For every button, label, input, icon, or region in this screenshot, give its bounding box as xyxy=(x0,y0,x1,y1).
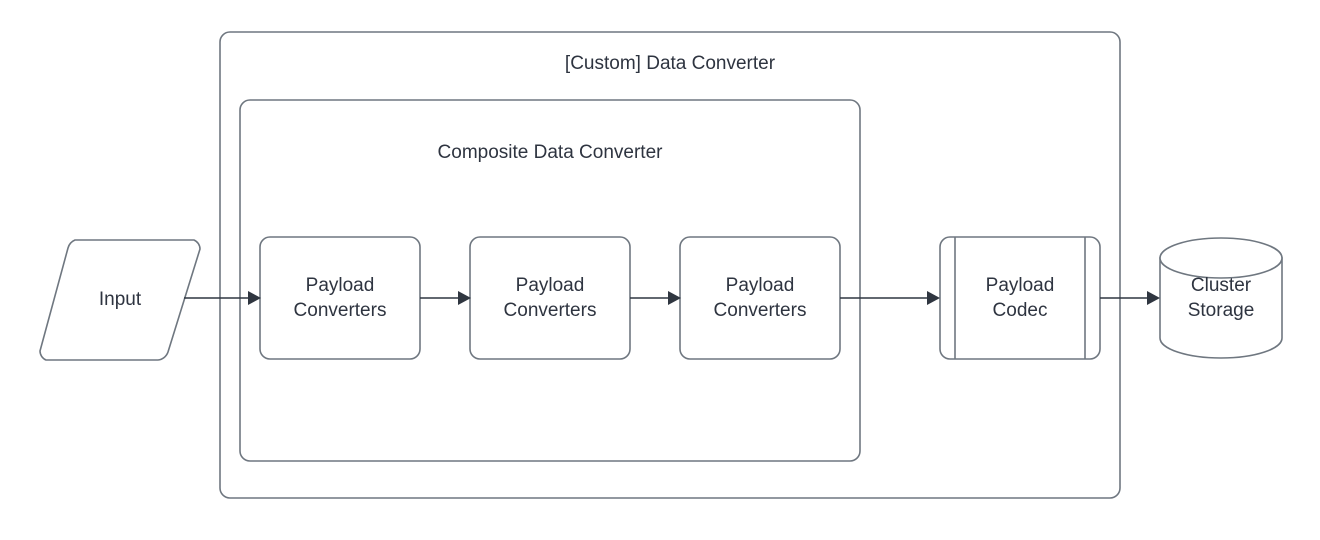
node-payload-converters-2-shape[interactable] xyxy=(469,236,631,360)
node-input-shape[interactable] xyxy=(39,239,201,361)
edge-payload-converters-1-to-2 xyxy=(420,291,471,305)
node-cluster-storage-body[interactable] xyxy=(1159,257,1283,359)
edge-payload-codec-to-cluster-storage xyxy=(1100,291,1160,305)
edge-input-to-payload-converters-1 xyxy=(184,291,261,305)
node-cluster-storage-top xyxy=(1159,237,1283,279)
node-payload-converters-3-shape[interactable] xyxy=(679,236,841,360)
node-payload-codec-shape[interactable] xyxy=(939,236,1101,360)
edge-payload-converters-2-to-3 xyxy=(630,291,681,305)
node-payload-converters-1-shape[interactable] xyxy=(259,236,421,360)
edge-payload-converters-3-to-payload-codec xyxy=(840,291,940,305)
